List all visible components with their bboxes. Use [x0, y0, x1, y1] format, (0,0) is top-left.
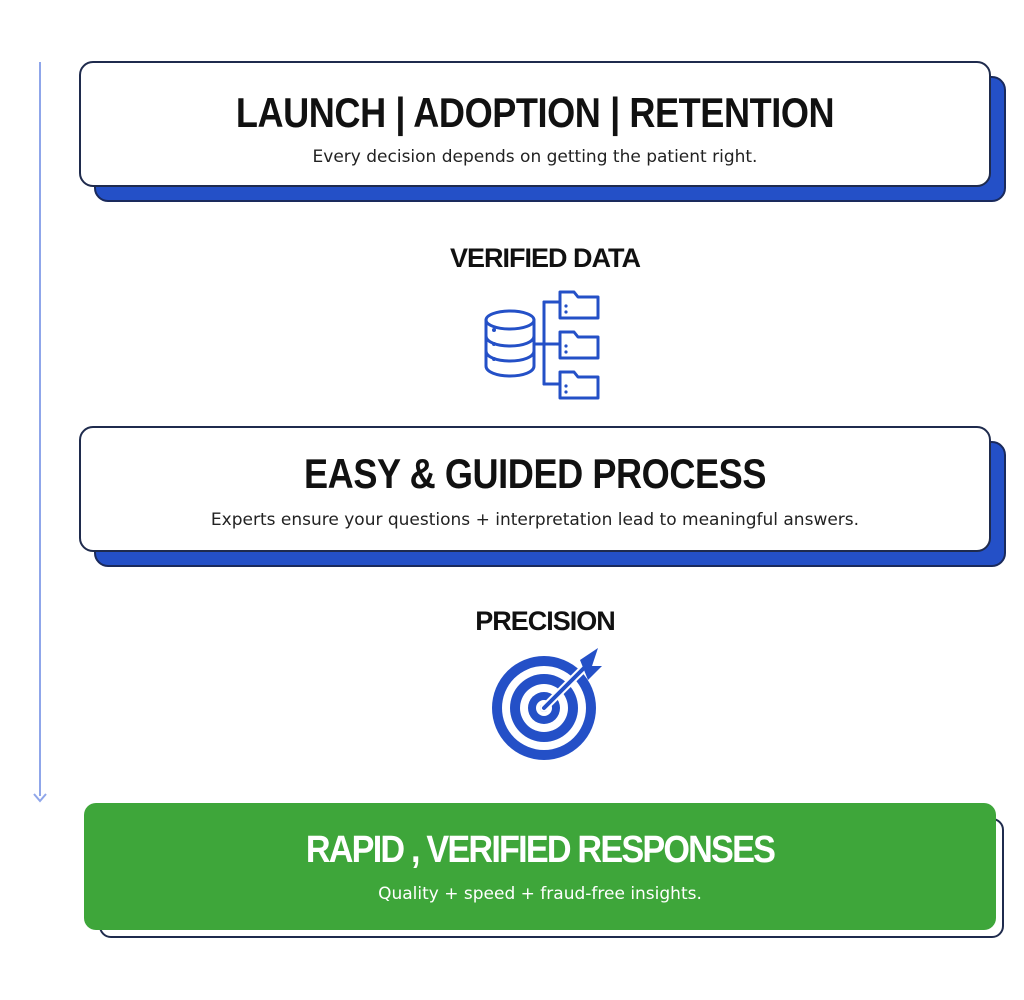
card-body: RAPID , VERIFIED RESPONSES Quality + spe… [84, 803, 996, 930]
card-title: EASY & GUIDED PROCESS [304, 450, 766, 497]
card-subtitle: Every decision depends on getting the pa… [312, 147, 758, 167]
card-title: LAUNCH | ADOPTION | RETENTION [235, 89, 835, 136]
flow-arrow-line [39, 62, 41, 796]
card-body: LAUNCH | ADOPTION | RETENTION Every deci… [79, 61, 991, 187]
target-arrow-icon [492, 648, 602, 760]
card-body: EASY & GUIDED PROCESS Experts ensure you… [79, 426, 991, 552]
arrow-down-icon [33, 793, 47, 803]
step-card-guided-process: EASY & GUIDED PROCESS Experts ensure you… [79, 426, 1006, 567]
result-subtitle: Quality + speed + fraud-free insights. [378, 884, 702, 904]
database-folders-icon [484, 290, 600, 400]
result-title: RAPID , VERIFIED RESPONSES [305, 829, 776, 871]
card-subtitle: Experts ensure your questions + interpre… [210, 510, 860, 530]
step-card-launch: LAUNCH | ADOPTION | RETENTION Every deci… [79, 61, 1006, 202]
section-label-verified-data: VERIFIED DATA [449, 243, 641, 273]
result-card: RAPID , VERIFIED RESPONSES Quality + spe… [84, 803, 1004, 938]
section-label-precision: PRECISION [475, 606, 616, 636]
